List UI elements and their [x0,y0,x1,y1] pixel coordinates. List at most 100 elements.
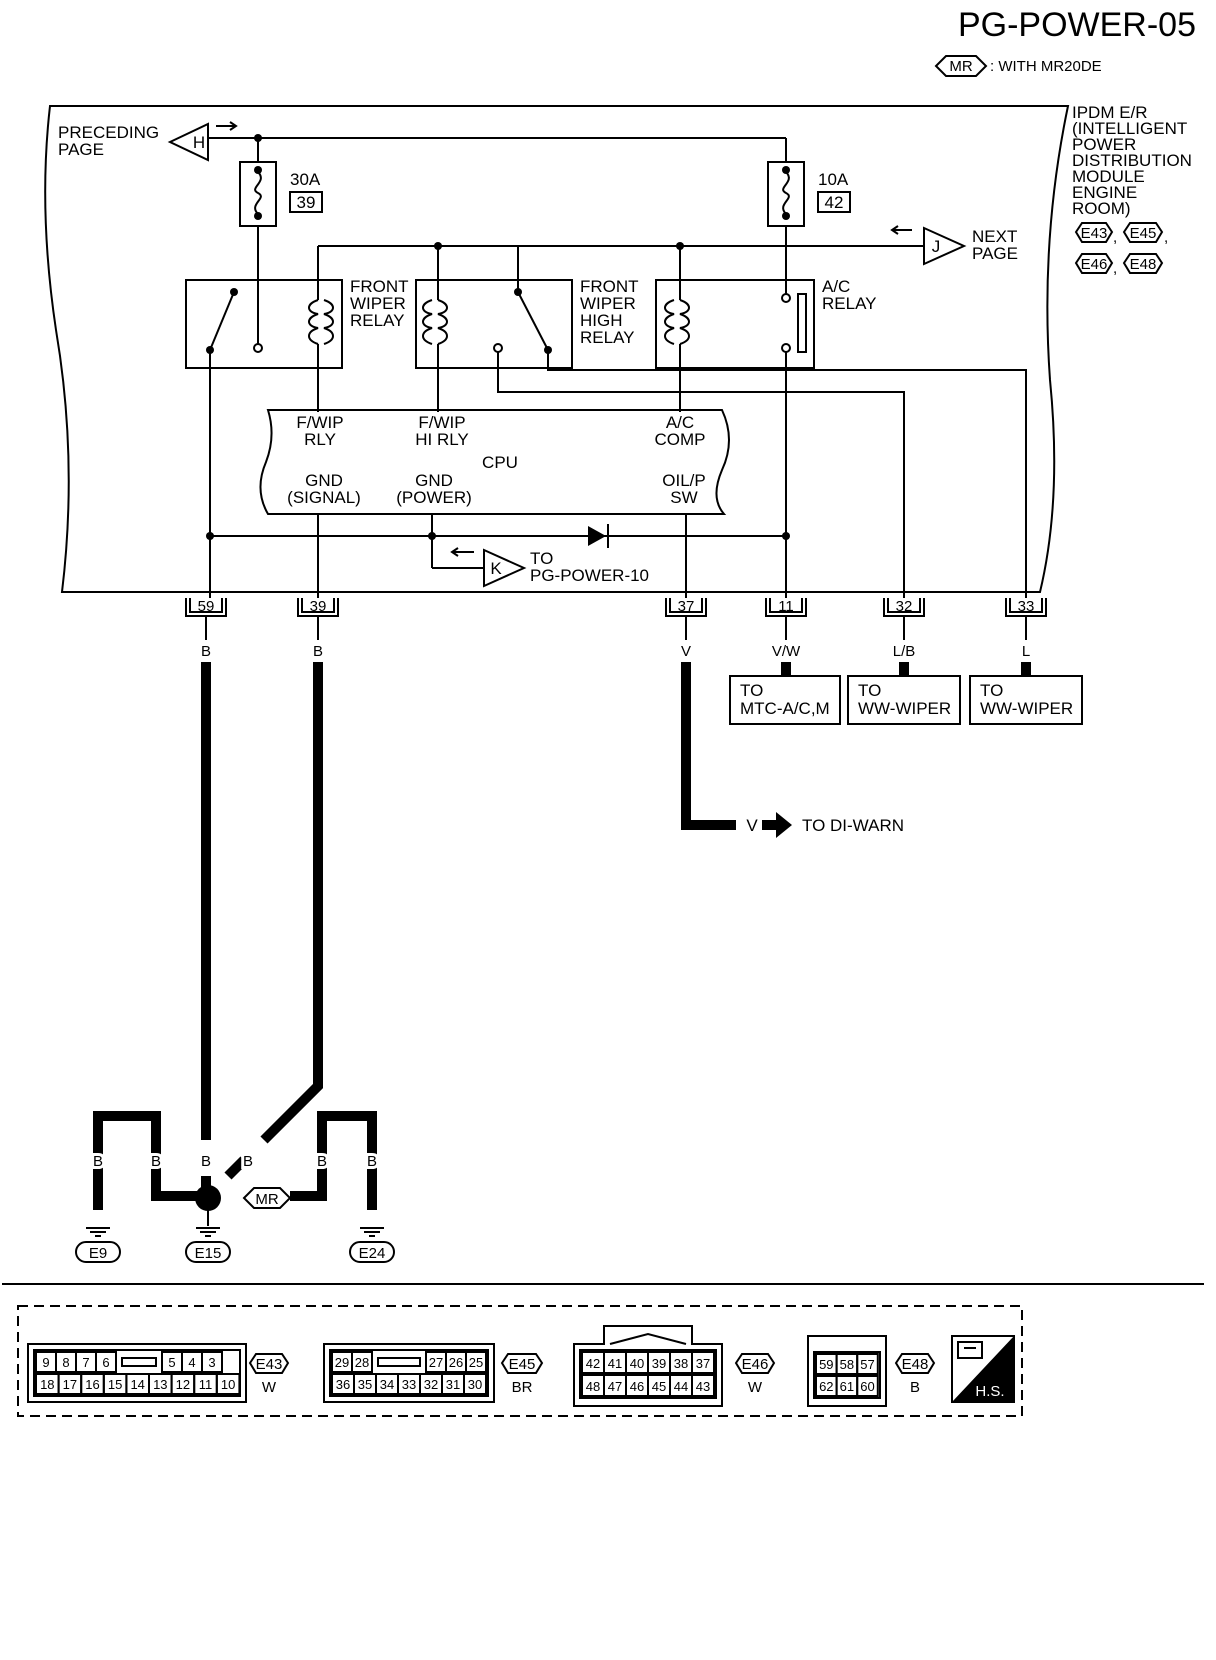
destination-ww-wiper-33: TO WW-WIPER [969,675,1083,725]
cpu-pin-label: SW [670,488,697,507]
pin-number: 36 [336,1377,350,1392]
cpu-pin-label: F/WIP [296,413,343,432]
pin-number: 26 [449,1355,463,1370]
pin-cell [351,1351,373,1373]
relay-label: HIGH [580,311,623,330]
pin-number: 59 [819,1357,833,1372]
cpu-pin-label: F/WIP [418,413,465,432]
relay-label: FRONT [580,277,639,296]
ground-icon [196,1227,220,1237]
connector-badge-text: E48 [1130,256,1157,273]
legend-text: : WITH MR20DE [990,58,1102,75]
ground-wire-color: B [93,1153,103,1170]
cpu-pin-label: RLY [304,430,336,449]
pin-cell [691,1374,715,1397]
connector-id-shape [894,1353,936,1374]
cpu-pin-label: GND [305,471,343,490]
cpu-pin-label: A/C [666,413,694,432]
pin-cell [856,1375,879,1397]
ipdm-connector-badges: E43 , E45 , E46 , E48 [1074,222,1168,277]
connector-badge-shape [1122,222,1164,243]
ground-wire-color: B [201,1153,211,1170]
terminal-pin: 59 [198,598,215,615]
pin-cell [856,1353,879,1375]
pin-number: 37 [696,1356,710,1371]
pin-number: 11 [199,1377,213,1392]
pin-cell [95,1351,117,1373]
destination-text: MTC-A/C,M [740,699,830,718]
ground-point-label: E15 [195,1245,222,1262]
fuse-30a: 30A 39 [239,161,323,227]
badge-comma: , [1164,229,1168,246]
ground-wire-color: B [243,1153,253,1170]
wire-color: B [313,643,323,660]
next-page-link: J NEXT PAGE [890,225,1018,266]
terminal-pin: 11 [778,598,794,615]
preceding-page-link: PRECEDING PAGE H [58,121,258,162]
legend: MR : WITH MR20DE [934,55,1102,77]
fuse-number: 42 [825,193,844,212]
relay-label: RELAY [350,311,405,330]
pin-number: 14 [130,1377,144,1392]
flow-arrow-icon [450,547,474,557]
connector-badge-shape [1074,222,1114,243]
next-arrow [923,226,967,266]
pin-cell [215,1373,241,1395]
pin-number: 18 [40,1377,54,1392]
pin-number: 46 [630,1379,644,1394]
relay-label: FRONT [350,277,409,296]
splice-point [195,1185,221,1211]
front-wiper-high-relay: FRONT WIPER HIGH RELAY [415,277,639,369]
connector-id-shape [734,1353,776,1374]
cpu-pin-label: (SIGNAL) [287,488,361,507]
pin-number: 32 [424,1377,438,1392]
mr-badge-text: MR [255,1191,278,1208]
wire-color: V [681,643,691,660]
connector-id: E48 [902,1356,929,1373]
relay-label: WIPER [580,294,636,313]
pin-number: 62 [819,1379,833,1394]
legend-badge-shape [934,55,988,77]
ipdm-outline [44,105,1070,593]
pin-number: 9 [42,1355,49,1370]
pin-number: 41 [608,1356,622,1371]
ground-icon [86,1227,110,1237]
cpu-label: CPU [482,453,518,472]
ipdm-title-line: POWER [1072,135,1136,154]
pin-number: 29 [335,1355,349,1370]
ground-point-e24: E24 [349,1241,395,1263]
pin-number: 47 [608,1379,622,1394]
pin-number: 12 [176,1377,190,1392]
pin-number: 38 [674,1356,688,1371]
wire-color: B [201,643,211,660]
ipdm-title-line: MODULE [1072,167,1145,186]
k-letter: K [490,559,502,578]
connector-id-shape [248,1353,290,1374]
legend-badge-text: MR [949,58,972,75]
next-letter: J [932,237,941,256]
cpu-block: CPU F/WIP RLY F/WIP HI RLY A/C COMP GND … [259,409,730,515]
preceding-letter: H [193,133,205,152]
ground-point-label: E24 [359,1245,386,1262]
relay-label: A/C [822,277,850,296]
pin-number: 17 [63,1377,77,1392]
fuse-rating: 10A [818,170,849,189]
connector-badge-text: E46 [1081,256,1108,273]
connector-id-shape [500,1353,544,1374]
connector-badge-text: E43 [1081,225,1108,242]
badge-comma: , [1113,260,1117,277]
ground-point-label: E9 [89,1245,107,1262]
pin-number: 61 [840,1379,854,1394]
terminal-pin: 39 [310,598,327,615]
destination-text: TO [858,681,881,700]
pin-number: 15 [108,1377,122,1392]
ipdm-title-line: DISTRIBUTION [1072,151,1192,170]
pin-number: 57 [860,1357,874,1372]
